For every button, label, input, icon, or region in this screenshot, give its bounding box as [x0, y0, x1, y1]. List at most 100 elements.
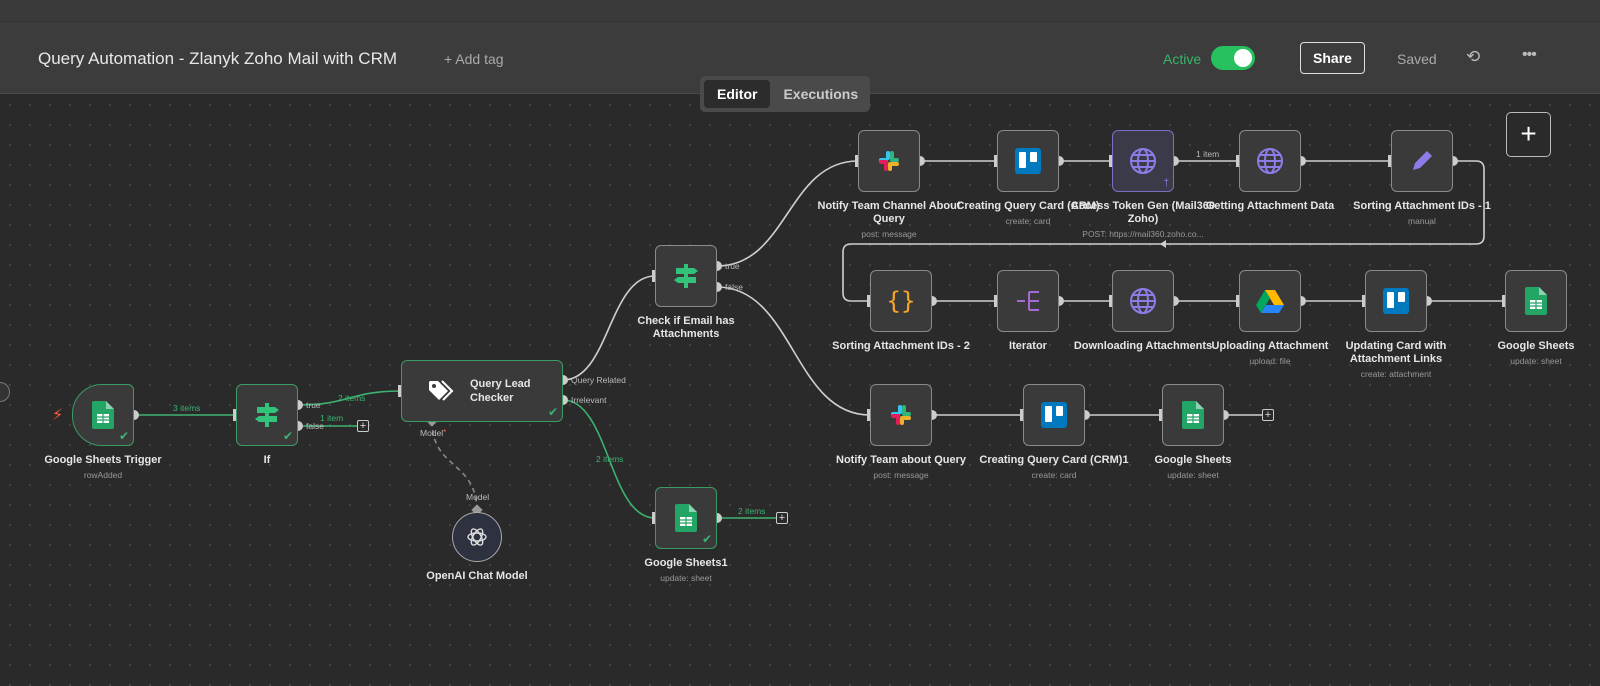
- slack-icon: [886, 400, 916, 430]
- add-tag-button[interactable]: + Add tag: [444, 51, 504, 67]
- node-sorting-attachment-ids-2[interactable]: {}: [870, 270, 932, 332]
- node-downloading-attachments[interactable]: [1112, 270, 1174, 332]
- node-sorting-attachment-ids-1[interactable]: [1391, 130, 1453, 192]
- node-title: Check if Email has Attachments: [637, 315, 735, 340]
- google-sheets-icon: [1178, 400, 1208, 430]
- google-sheets-icon: [1521, 286, 1551, 316]
- node-notify-team-channel-about-query[interactable]: [858, 130, 920, 192]
- node-subtitle: create: attachment: [1360, 369, 1432, 379]
- tab-editor[interactable]: Editor: [704, 80, 771, 108]
- node-subtitle: update: sheet: [1167, 470, 1219, 480]
- node-title: Updating Card with Attachment Links: [1345, 340, 1447, 365]
- node-label: Sorting Attachment IDs - 2: [821, 340, 981, 353]
- node-title: Uploading Attachment: [1211, 340, 1329, 352]
- active-toggle[interactable]: [1211, 46, 1255, 70]
- history-icon[interactable]: ⟲: [1466, 47, 1481, 66]
- node-title: If: [263, 454, 271, 466]
- node-google-sheets-trigger[interactable]: ✔: [72, 384, 134, 446]
- tag-icon: [426, 376, 456, 406]
- node-label: If: [187, 454, 347, 467]
- edge-label: 1 item: [320, 413, 344, 423]
- node-iterator[interactable]: [997, 270, 1059, 332]
- add-node-plus-button[interactable]: +: [776, 512, 788, 524]
- node-label: Updating Card with Attachment Links creat…: [1316, 340, 1476, 381]
- node-title: Google Sheets1: [644, 557, 728, 569]
- globe-icon: [1128, 286, 1158, 316]
- edge-label: 2 items: [596, 454, 624, 464]
- node-label: Google Sheets1 update: sheet: [606, 557, 766, 585]
- node-notify-team-about-query[interactable]: [870, 384, 932, 446]
- node-label: Getting Attachment Data: [1190, 200, 1350, 213]
- signpost-icon: [671, 261, 701, 291]
- pin-icon: †: [1163, 178, 1169, 189]
- node-label: Creating Query Card (CRM)1 create: card: [974, 454, 1134, 482]
- port-label: Query Related: [571, 375, 626, 385]
- node-creating-query-card-crm-1[interactable]: [1023, 384, 1085, 446]
- edge-label: 2 items: [738, 506, 766, 516]
- trigger-bolt-icon: ⚡︎: [52, 407, 64, 424]
- node-openai-chat-model[interactable]: [452, 512, 502, 562]
- port-label: false: [306, 421, 324, 431]
- node-subtitle: create: card: [1005, 216, 1051, 226]
- share-button[interactable]: Share: [1300, 42, 1365, 74]
- node-subtitle: post: message: [861, 229, 917, 239]
- node-getting-attachment-data[interactable]: [1239, 130, 1301, 192]
- node-if[interactable]: ✔: [236, 384, 298, 446]
- node-label: Notify Team Channel About Query post: mes…: [809, 200, 969, 241]
- node-google-sheets1[interactable]: ✔: [655, 487, 717, 549]
- node-label: Check if Email has Attachments: [606, 315, 766, 341]
- success-check-icon: ✔: [547, 405, 558, 419]
- node-label: Downloading Attachments: [1063, 340, 1223, 353]
- signpost-icon: [252, 400, 282, 430]
- openai-icon: [462, 522, 492, 552]
- node-title: OpenAI Chat Model: [426, 570, 528, 582]
- globe-icon: [1128, 146, 1158, 176]
- node-google-sheets[interactable]: [1162, 384, 1224, 446]
- success-check-icon: ✔: [118, 429, 129, 443]
- workflow-title[interactable]: Query Automation - Zlanyk Zoho Mail with…: [38, 49, 398, 68]
- more-options-icon[interactable]: •••: [1522, 46, 1537, 63]
- split-icon: [1013, 286, 1043, 316]
- required-marker: *: [443, 427, 447, 437]
- node-query-lead-checker[interactable]: Query Lead Checker✔: [401, 360, 563, 422]
- node-title: Google Sheets: [1497, 340, 1575, 352]
- add-node-plus-button[interactable]: +: [357, 420, 369, 432]
- trello-icon: [1013, 146, 1043, 176]
- node-subtitle: create: card: [1031, 470, 1077, 480]
- node-title: Creating Query Card (CRM)1: [979, 454, 1129, 466]
- google-sheets-icon: [88, 400, 118, 430]
- node-subtitle: manual: [1408, 216, 1436, 226]
- node-label: Creating Query Card (CRM) create: card: [948, 200, 1108, 228]
- node-subtitle: update: sheet: [1510, 356, 1562, 366]
- slack-icon: [874, 146, 904, 176]
- node-creating-query-card-crm[interactable]: [997, 130, 1059, 192]
- google-drive-icon: [1255, 286, 1285, 316]
- node-google-sheets[interactable]: [1505, 270, 1567, 332]
- add-node-plus-button[interactable]: +: [1262, 409, 1274, 421]
- node-access-token-gen-mail360-zoho[interactable]: †: [1112, 130, 1174, 192]
- edge-label: 2 items: [338, 393, 366, 403]
- node-uploading-attachment[interactable]: [1239, 270, 1301, 332]
- saved-status: Saved: [1397, 51, 1437, 67]
- node-title: Getting Attachment Data: [1205, 200, 1335, 212]
- success-check-icon: ✔: [701, 532, 712, 546]
- globe-icon: [1255, 146, 1285, 176]
- node-title: Creating Query Card (CRM): [956, 200, 1100, 212]
- node-subtitle: update: sheet: [660, 573, 712, 583]
- node-subtitle: POST: https://mail360.zoho.co...: [1082, 229, 1204, 239]
- google-sheets-icon: [671, 503, 701, 533]
- code-braces-icon: {}: [886, 287, 916, 315]
- node-title: Notify Team Channel About Query: [817, 200, 961, 225]
- add-node-button[interactable]: +: [1506, 112, 1551, 157]
- node-check-if-email-has-attachments[interactable]: [655, 245, 717, 307]
- edge-label: 1 item: [1196, 149, 1220, 159]
- port-label: false: [725, 282, 743, 292]
- trello-icon: [1039, 400, 1069, 430]
- node-label: Google Sheets update: sheet: [1456, 340, 1600, 368]
- tab-executions[interactable]: Executions: [783, 86, 859, 102]
- node-updating-card-with-attachment-links[interactable]: [1365, 270, 1427, 332]
